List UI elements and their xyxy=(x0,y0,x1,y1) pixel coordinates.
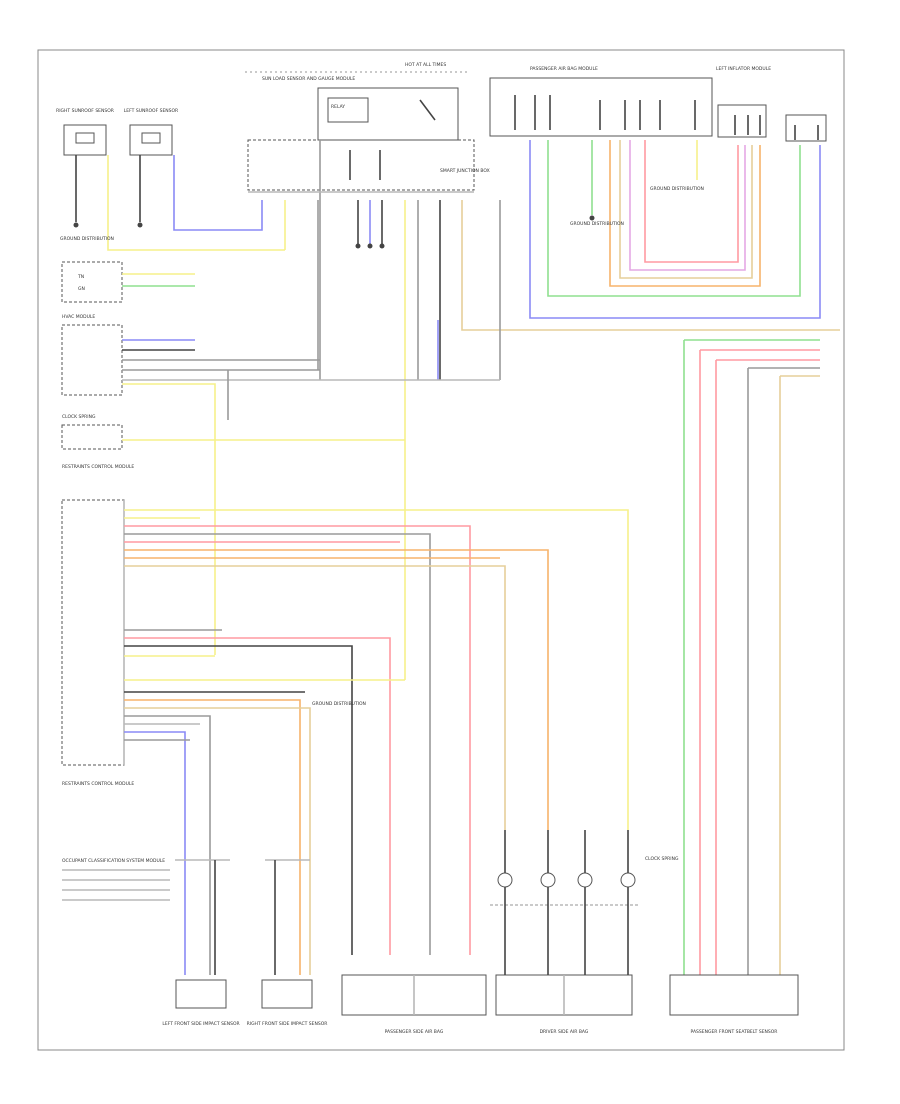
bjb-label: SMART JUNCTION BOX xyxy=(440,168,490,174)
restraints-control-module: RESTRAINTS CONTROL MODULE RESTRAINTS CON… xyxy=(61,464,134,787)
rcm-label: RESTRAINTS CONTROL MODULE xyxy=(62,464,134,470)
passenger-air-bag-module-top: PASSENGER AIR BAG MODULE xyxy=(489,66,713,137)
ocs-note-label: OCCUPANT CLASSIFICATION SYSTEM MODULE xyxy=(62,858,165,864)
right-sensor-label: RIGHT SUNROOF SENSOR xyxy=(56,108,114,114)
hvac-pin-label-1: TN xyxy=(77,274,84,280)
clock-spring-block: CLOCK SPRING xyxy=(61,414,405,450)
rcm-upper-block: HVAC MODULE xyxy=(61,314,500,655)
right-vertical-wires xyxy=(683,339,820,975)
seat-sensor-label: PASSENGER FRONT SEATBELT SENSOR xyxy=(691,1029,778,1035)
pass-air-bag-label: PASSENGER SIDE AIR BAG xyxy=(385,1029,444,1035)
hvac-pin-label-2: GN xyxy=(78,286,85,292)
left-sunroof-sensor: LEFT SUNROOF SENSOR xyxy=(124,108,178,156)
driver-side-air-bag: DRIVER SIDE AIR BAG xyxy=(495,974,633,1035)
lf-sensor-label: LEFT FRONT SIDE IMPACT SENSOR xyxy=(162,1021,239,1027)
rf-sensor-label: RIGHT FRONT SIDE IMPACT SENSOR xyxy=(247,1021,328,1027)
passenger-side-air-bag: PASSENGER SIDE AIR BAG xyxy=(341,974,487,1035)
top-right-wiring: GROUND DISTRIBUTION GROUND DISTRIBUTION xyxy=(529,140,821,319)
connector-dot xyxy=(73,222,79,228)
ocs-note: OCCUPANT CLASSIFICATION SYSTEM MODULE xyxy=(62,858,170,901)
rf-side-impact-sensor: RIGHT FRONT SIDE IMPACT SENSOR xyxy=(247,979,328,1027)
hvac-module-label: HVAC MODULE xyxy=(62,314,95,320)
right-sunroof-sensor: RIGHT SUNROOF SENSOR xyxy=(56,108,114,156)
bjb-pin-row xyxy=(248,191,840,680)
wire-ye-1 xyxy=(107,155,285,251)
left-inflator-module-top: LEFT INFLATOR MODULE xyxy=(716,66,771,138)
center-block-label: SUN LOAD SENSOR AND GAUGE MODULE xyxy=(262,76,355,82)
relay-label: RELAY xyxy=(331,104,345,110)
sun-load-module: SUN LOAD SENSOR AND GAUGE MODULE HOT AT … xyxy=(245,62,490,380)
ground-sub-label: GROUND DISTRIBUTION xyxy=(570,221,624,227)
right-module-top-label: PASSENGER AIR BAG MODULE xyxy=(530,66,598,72)
connector-dot xyxy=(137,222,143,228)
clock-spring-label: CLOCK SPRING xyxy=(62,414,96,420)
left-module-top-label: LEFT INFLATOR MODULE xyxy=(716,66,771,72)
diagram-frame xyxy=(37,49,845,1051)
left-sensor-label: LEFT SUNROOF SENSOR xyxy=(124,108,178,114)
wire-bu-1 xyxy=(173,155,263,231)
lower-connectors xyxy=(175,859,310,975)
clock-spring-label-2: CLOCK SPRING xyxy=(645,856,679,862)
ground-sub-label-2: GROUND DISTRIBUTION xyxy=(650,186,704,192)
ground-sub-label-3: GROUND DISTRIBUTION xyxy=(312,701,366,707)
passenger-seatbelt-sensor: PASSENGER FRONT SEATBELT SENSOR xyxy=(669,974,799,1035)
rcm-bottom-label: RESTRAINTS CONTROL MODULE xyxy=(62,781,134,787)
left-sunroof-right-box xyxy=(785,114,827,142)
lf-side-impact-sensor: LEFT FRONT SIDE IMPACT SENSOR xyxy=(162,979,240,1027)
ground-label: GROUND DISTRIBUTION xyxy=(60,236,114,242)
drv-air-bag-label: DRIVER SIDE AIR BAG xyxy=(540,1029,589,1035)
hvac-module: TN GN xyxy=(61,261,195,303)
hot-label: HOT AT ALL TIMES xyxy=(405,62,446,68)
relay-switch xyxy=(419,99,436,121)
rcm-wire-runs: GROUND DISTRIBUTION xyxy=(124,509,629,975)
squib-row: CLOCK SPRING xyxy=(490,830,679,975)
